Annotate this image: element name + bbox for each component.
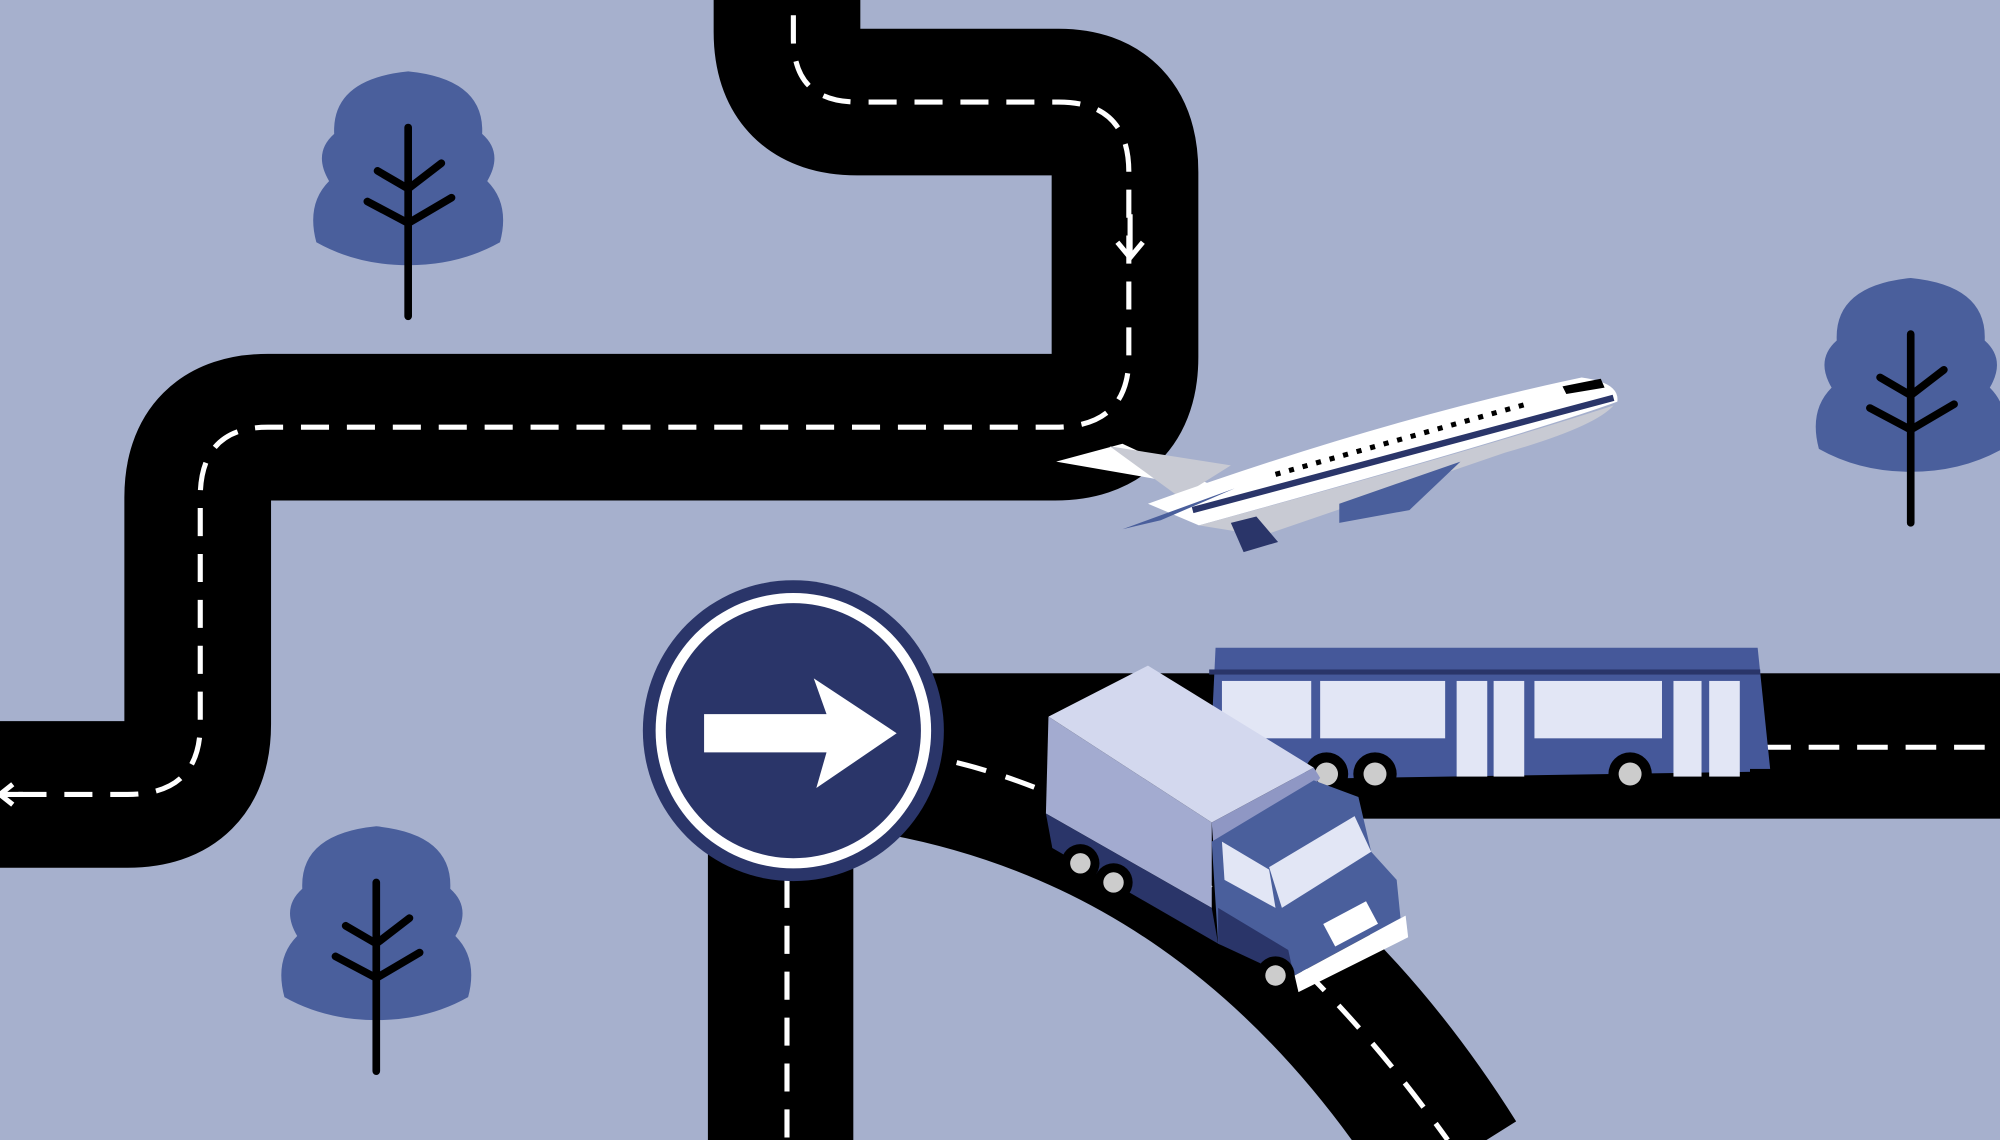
wheel xyxy=(1094,863,1133,902)
tree-icon xyxy=(281,826,472,1075)
lane-marking xyxy=(0,15,1132,797)
wheel xyxy=(1353,752,1397,796)
arrow-left-icon xyxy=(0,782,23,807)
arrow-down-icon xyxy=(1115,214,1145,262)
tree-icon xyxy=(313,71,504,321)
wheel xyxy=(1608,752,1652,796)
wheel xyxy=(1256,956,1295,995)
truck-icon xyxy=(1045,665,1409,995)
winding-road xyxy=(0,0,1199,868)
tree-icon xyxy=(1815,277,2000,527)
wheel xyxy=(1061,844,1100,883)
direction-arrow-sign-icon xyxy=(642,580,944,882)
airplane-icon xyxy=(1056,377,1618,553)
bus-icon xyxy=(1209,647,1773,796)
